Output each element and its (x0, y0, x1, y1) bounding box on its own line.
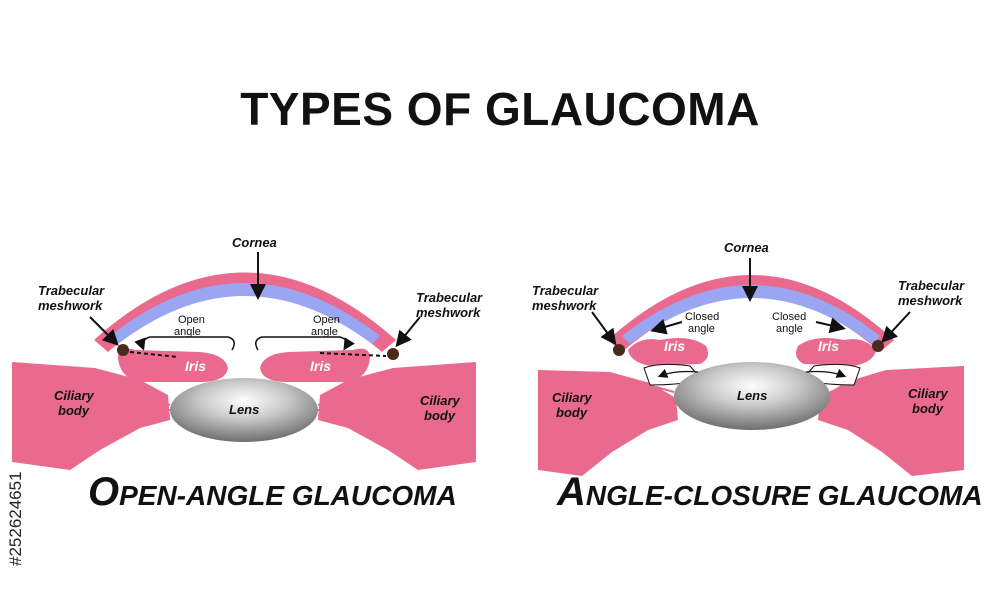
lens-label: Lens (229, 402, 259, 417)
open-angle-label-left-1: Open (178, 314, 205, 326)
page-title: TYPES OF GLAUCOMA (240, 83, 760, 135)
open-angle-eye: Cornea Trabecular meshwork Trabecular me… (12, 235, 483, 470)
lens (170, 378, 318, 442)
cornea-label: Cornea (232, 235, 277, 250)
trabecular-label-left-1: Trabecular (532, 283, 599, 298)
ciliary-label-right-2: body (912, 401, 944, 416)
closed-angle-label-left-1: Closed (685, 311, 719, 323)
trabecular-label-left-2: meshwork (532, 298, 597, 313)
trabecular-label-right-2: meshwork (416, 305, 481, 320)
caption-initial: O (88, 470, 120, 514)
sclera-arc (608, 275, 894, 352)
ciliary-label-left-1: Ciliary (552, 390, 593, 405)
iris-label-right: Iris (818, 338, 839, 354)
iris-left (118, 348, 228, 382)
iris-label-left: Iris (185, 358, 206, 374)
ciliary-body-left (12, 362, 170, 470)
trabecular-label-right-1: Trabecular (416, 290, 483, 305)
trabecular-label-left-2: meshwork (38, 298, 103, 313)
ciliary-label-right-2: body (424, 408, 456, 423)
open-angle-label-right-2: angle (311, 326, 338, 338)
caption-rest: PEN-ANGLE GLAUCOMA (119, 480, 457, 511)
iris-label-left: Iris (664, 338, 685, 354)
angle-closure-eye: Cornea Trabecular meshwork Trabecular me… (532, 240, 965, 476)
trabecular-meshwork-left (117, 344, 129, 356)
trabecular-label-left-1: Trabecular (38, 283, 105, 298)
trabecular-label-right-2: meshwork (898, 293, 963, 308)
closed-angle-label-left-2: angle (688, 323, 715, 335)
lens-label: Lens (737, 388, 767, 403)
ciliary-body-left (538, 370, 678, 476)
ciliary-label-right-1: Ciliary (908, 386, 949, 401)
ciliary-body-right (318, 362, 476, 470)
iris-label-right: Iris (310, 358, 331, 374)
sclera-arc (94, 272, 396, 352)
iris-left (628, 338, 708, 366)
lens (674, 362, 830, 430)
ciliary-label-right-1: Ciliary (420, 393, 461, 408)
watermark-text: #252624651 (6, 471, 25, 566)
trabecular-meshwork-left (613, 344, 625, 356)
cornea-label: Cornea (724, 240, 769, 255)
cornea-band (622, 285, 880, 344)
ciliary-label-left-1: Ciliary (54, 388, 95, 403)
ciliary-label-left-2: body (556, 405, 588, 420)
angle-closure-caption: ANGLE-CLOSURE GLAUCOMA (557, 470, 983, 515)
trabecular-label-right-1: Trabecular (898, 278, 965, 293)
open-angle-label-left-2: angle (174, 326, 201, 338)
caption-rest: NGLE-CLOSURE GLAUCOMA (585, 480, 983, 511)
closed-angle-label-right-2: angle (776, 323, 803, 335)
ciliary-body-right (818, 366, 964, 476)
ciliary-label-left-2: body (58, 403, 90, 418)
stock-id-watermark: #252624651 (6, 471, 25, 566)
open-angle-label-right-1: Open (313, 314, 340, 326)
closed-angle-label-right-1: Closed (772, 311, 806, 323)
open-angle-caption: OPEN-ANGLE GLAUCOMA (88, 470, 457, 515)
iris-right (260, 348, 370, 382)
trabecular-meshwork-right (872, 340, 884, 352)
trabecular-meshwork-right (387, 348, 399, 360)
cornea-band (110, 283, 380, 344)
caption-initial: A (557, 470, 586, 514)
iris-right (796, 338, 876, 366)
